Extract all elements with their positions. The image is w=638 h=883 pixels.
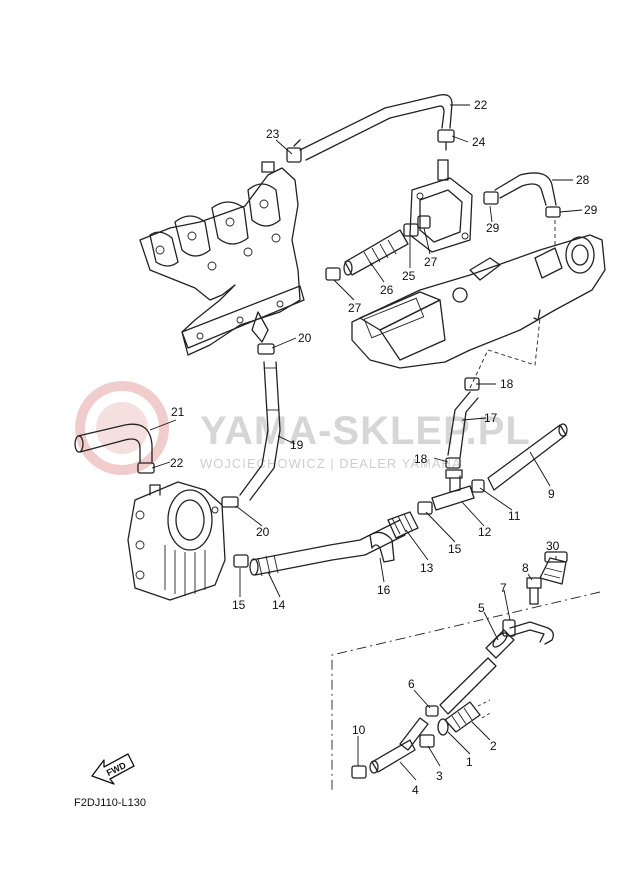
callout-18-upper: 18 <box>500 377 514 391</box>
watermark-tagline: WOJCIECHOWICZ | DEALER YAMAHA <box>200 456 462 471</box>
clip-16 <box>369 531 395 563</box>
pipe-7 <box>502 619 554 645</box>
water-lock <box>351 234 606 369</box>
clamp-27-lower <box>325 267 341 281</box>
callout-12: 12 <box>478 525 492 539</box>
callout-27-lower: 27 <box>348 301 362 315</box>
callout-15-left: 15 <box>232 598 246 612</box>
hose-26 <box>343 229 409 276</box>
callout-24-left: 23 <box>266 127 280 141</box>
callout-13: 13 <box>420 561 434 575</box>
hose-28 <box>494 172 557 206</box>
callout-11: 11 <box>508 509 521 523</box>
callout-10: 10 <box>352 723 366 737</box>
callout-7: 7 <box>500 581 507 595</box>
callout-24-right: 24 <box>472 135 486 149</box>
clamp-24-right <box>437 129 455 151</box>
callout-20-top: 20 <box>298 331 312 345</box>
clamp-18-lower <box>445 457 461 469</box>
bolt-8 <box>526 577 542 605</box>
callout-21: 21 <box>171 405 185 419</box>
callout-26: 26 <box>380 283 394 297</box>
callout-23: 22 <box>474 98 488 112</box>
clamp-29-left <box>483 191 499 205</box>
callout-2: 2 <box>490 739 497 753</box>
callout-15-right: 15 <box>448 542 462 556</box>
valve-box <box>409 159 473 253</box>
callout-1: 1 <box>466 755 473 769</box>
callout-8: 8 <box>522 561 529 575</box>
clamp-29-right <box>545 206 561 218</box>
watermark-logo <box>75 381 169 475</box>
t-joint-4 <box>369 717 429 774</box>
clamp-20-bottom <box>221 496 239 508</box>
hose-13 <box>387 511 419 539</box>
diagram-code: F2DJ110-L130 <box>74 797 146 809</box>
hose-9 <box>487 423 568 491</box>
callout-9: 9 <box>548 487 555 501</box>
clamp-2 <box>437 718 449 736</box>
pipe-5 <box>439 629 515 715</box>
callout-29-left: 29 <box>486 221 500 235</box>
callout-28: 28 <box>576 173 590 187</box>
callout-4: 4 <box>412 783 419 797</box>
watermark: YAMA-SKLEP.PL WOJCIECHOWICZ | DEALER YAM… <box>75 381 531 475</box>
hose-1 <box>444 699 493 733</box>
callout-16: 16 <box>377 583 391 597</box>
clamp-20-top <box>257 343 275 355</box>
callout-27-upper: 27 <box>424 255 438 269</box>
callout-22: 22 <box>170 456 184 470</box>
water-box <box>127 481 226 601</box>
watermark-brand: YAMA-SKLEP.PL <box>200 409 531 453</box>
callout-6: 6 <box>408 677 415 691</box>
callout-18-lower: 18 <box>414 452 428 466</box>
clamp-24-left <box>286 139 302 163</box>
callout-29-right: 29 <box>584 203 598 217</box>
clamp-15-left <box>233 554 249 568</box>
t-joint-12 <box>431 469 475 511</box>
fitting-30 <box>539 551 568 585</box>
callout-30: 30 <box>546 539 560 553</box>
hose-21 <box>74 423 153 463</box>
clamp-15-right <box>417 501 433 515</box>
clamp-3 <box>419 734 435 748</box>
sub-assembly-frame <box>331 591 601 790</box>
clamp-11 <box>471 479 485 493</box>
clamp-6 <box>425 705 439 717</box>
callout-19: 19 <box>290 438 304 452</box>
leader-lines <box>149 104 583 781</box>
callout-labels: 22 23 24 28 29 29 27 25 26 27 20 19 21 2… <box>170 98 598 797</box>
callout-17: 17 <box>484 411 498 425</box>
clamp-22 <box>137 462 155 474</box>
hose-14 <box>249 519 406 577</box>
callout-5: 5 <box>478 601 485 615</box>
hose-23 <box>299 94 453 161</box>
clamp-25 <box>403 223 419 237</box>
fwd-arrow-icon: FWD <box>91 753 135 785</box>
callout-3: 3 <box>436 769 443 783</box>
hose-17 <box>447 391 479 459</box>
hose-19 <box>239 361 281 501</box>
guide-lines <box>469 220 556 389</box>
callout-14: 14 <box>272 598 286 612</box>
callout-25: 25 <box>402 269 416 283</box>
clamp-10 <box>351 765 367 779</box>
callout-20-bottom: 20 <box>256 525 270 539</box>
exhaust-manifold <box>139 161 305 356</box>
